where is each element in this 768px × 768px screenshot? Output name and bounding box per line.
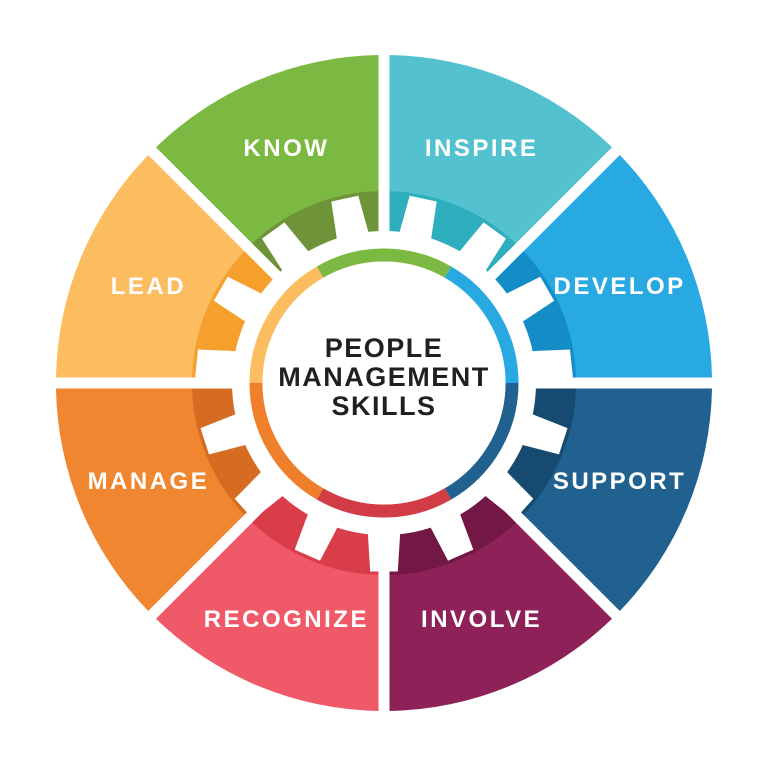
gear-tooth-icon [455,222,506,276]
segment-label-manage: MANAGE [88,468,210,495]
inner-ring-arc-0 [316,248,452,278]
gear-tooth-icon [262,222,313,276]
segment-shade-develop [493,251,576,378]
center-hub [262,261,506,505]
gear-tooth-icon [331,195,370,245]
segment-label-recognize: RECOGNIZE [204,606,369,633]
gear-tooth-icon [200,412,252,455]
segment-label-inspire: INSPIRE [425,135,539,162]
inner-ring-arc-3 [316,488,452,518]
center-title-line: PEOPLE [325,333,444,363]
segment-label-lead: LEAD [111,273,186,300]
gear-tooth-icon [516,412,568,455]
segment-label-know: KNOW [243,135,329,162]
inner-ring-arc-1 [444,266,519,384]
gear-tooth-icon [501,276,555,325]
gear-tooth-icon [294,508,341,561]
gear-tooth-icon [234,467,288,520]
gear-tooth-icon [526,349,573,385]
gear-tooth-icon [427,508,474,561]
gear-tooth-icon [367,528,401,572]
segment-label-support: SUPPORT [553,468,687,495]
segment-label-develop: DEVELOP [553,273,685,300]
center-title-line: SKILLS [331,391,436,421]
segment-label-involve: INVOLVE [421,606,542,633]
inner-ring-arc-4 [249,382,324,500]
gear-tooth-icon [398,195,437,245]
gear-tooth-icon [213,276,267,325]
gear-tooth-icon [480,467,534,520]
center-title-line: MANAGEMENT [278,362,490,392]
inner-ring-arc-5 [249,266,324,384]
segment-shade-lead [192,251,275,378]
gear-tooth-icon [195,349,242,385]
inner-ring-arc-2 [444,382,519,500]
